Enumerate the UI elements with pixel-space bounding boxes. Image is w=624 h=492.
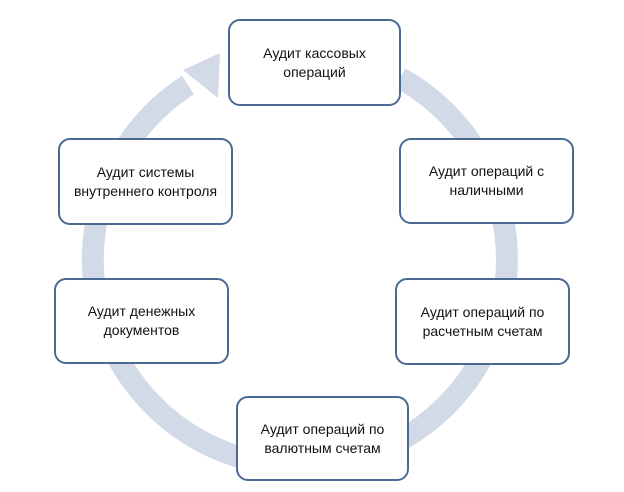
cycle-arrowhead xyxy=(183,53,220,98)
node-settlement-accounts-audit: Аудит операций по расчетным счетам xyxy=(395,278,570,365)
node-money-documents-audit: Аудит денежных документов xyxy=(54,278,229,364)
node-label: Аудит денежных документов xyxy=(87,303,196,338)
node-label: Аудит операций с наличными xyxy=(428,163,545,198)
node-label: Аудит кассовых операций xyxy=(263,44,366,80)
node-label: Аудит системы внутреннего контроля xyxy=(73,163,218,199)
node-cash-handling-audit: Аудит операций с наличными xyxy=(399,138,574,224)
node-currency-accounts-audit: Аудит операций по валютным счетам xyxy=(236,396,409,481)
node-cash-operations-audit: Аудит кассовых операций xyxy=(228,19,401,106)
node-label: Аудит операций по валютным счетам xyxy=(260,420,385,456)
node-label: Аудит операций по расчетным счетам xyxy=(420,303,545,339)
node-internal-control-audit: Аудит системы внутреннего контроля xyxy=(58,138,233,225)
